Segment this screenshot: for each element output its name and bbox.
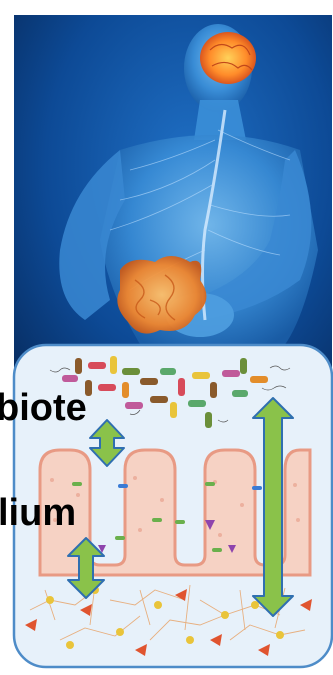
microbiota-label: biote — [0, 389, 87, 427]
brain-icon — [200, 32, 256, 84]
epithelium-label: lium — [0, 494, 76, 532]
